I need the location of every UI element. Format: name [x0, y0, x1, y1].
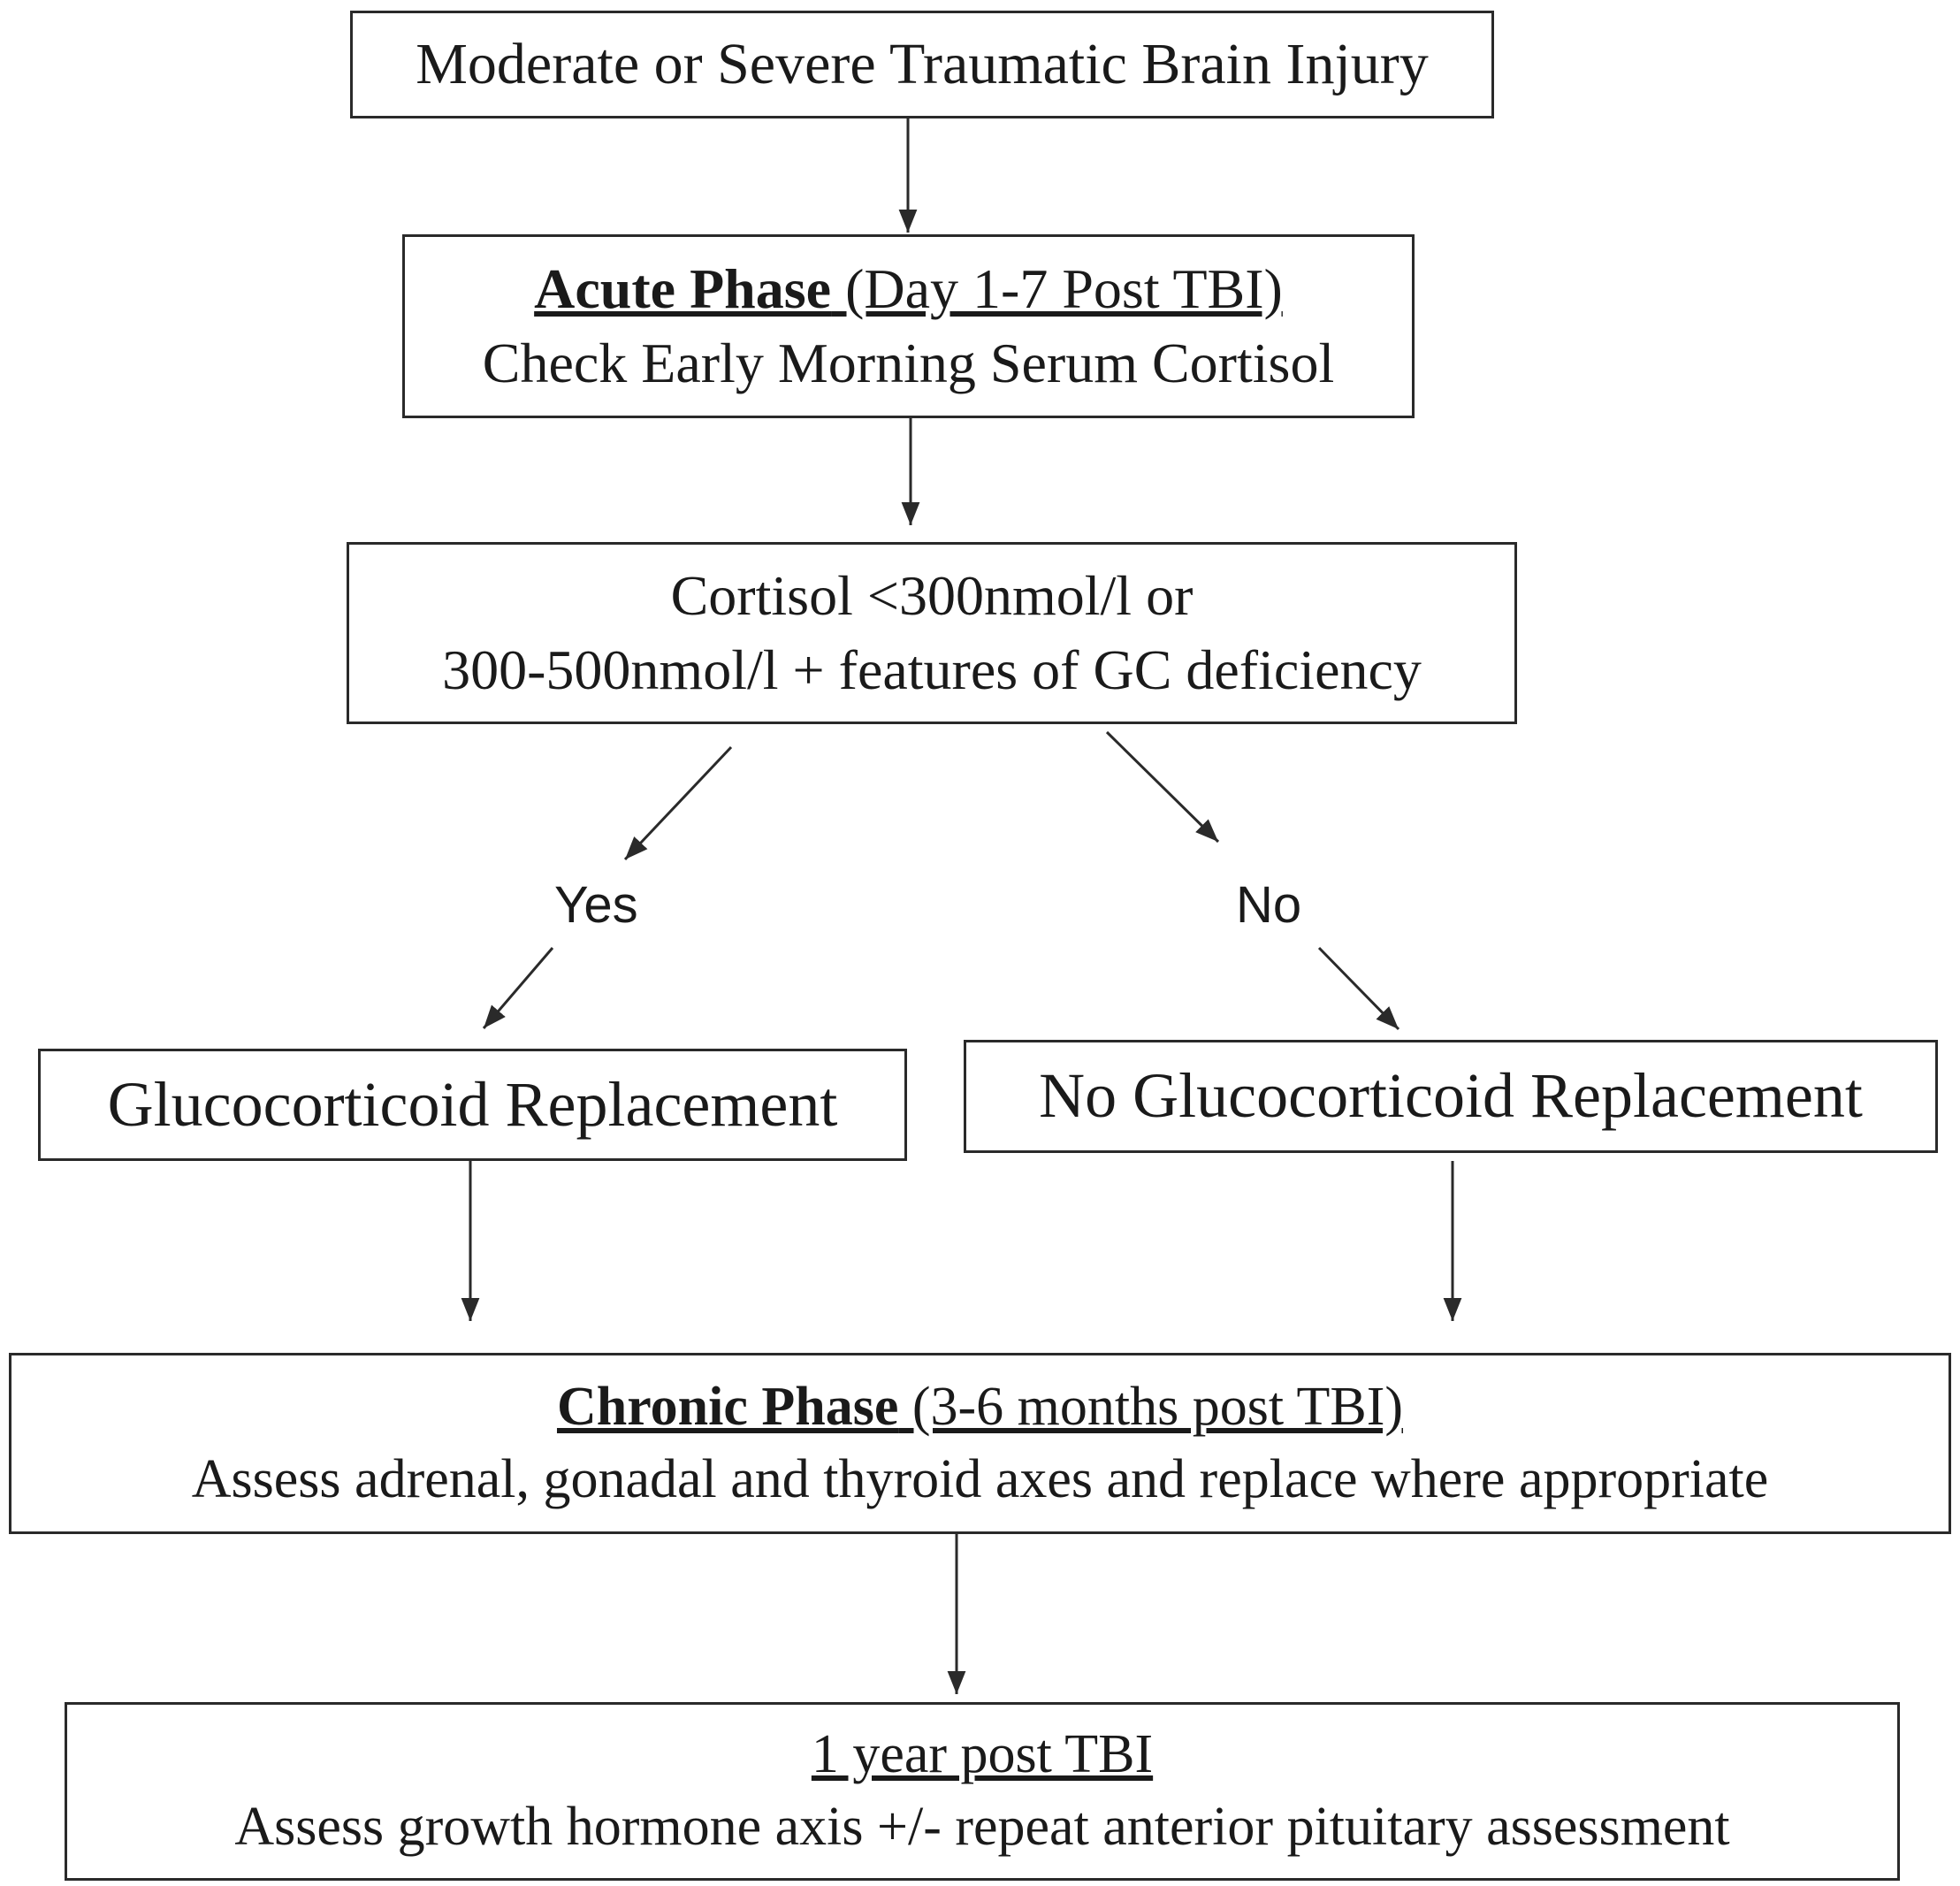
chronic-phase-timing: (3-6 months post TBI)	[898, 1376, 1403, 1437]
acute-phase-instruction: Check Early Morning Serum Cortisol	[482, 332, 1335, 394]
node-chronic-phase: Chronic Phase (3-6 months post TBI) Asse…	[9, 1353, 1951, 1534]
node-acute-phase: Acute Phase (Day 1-7 Post TBI) Check Ear…	[402, 234, 1415, 418]
no-gc-replacement-text: No Glucocorticoid Replacement	[1039, 1060, 1863, 1132]
node-tbi-text: Moderate or Severe Traumatic Brain Injur…	[416, 32, 1429, 97]
node-no-glucocorticoid-replacement: No Glucocorticoid Replacement	[964, 1040, 1938, 1153]
chronic-phase-heading-line: Chronic Phase (3-6 months post TBI)	[557, 1371, 1403, 1444]
arrow-cortisol-to-yes	[623, 745, 733, 861]
chronic-phase-instruction: Assess adrenal, gonadal and thyroid axes…	[191, 1448, 1769, 1509]
branch-label-yes: Yes	[554, 876, 638, 934]
node-cortisol-criteria: Cortisol <300nmol/l or 300-500nmol/l + f…	[347, 542, 1517, 724]
one-year-instruction: Assess growth hormone axis +/- repeat an…	[234, 1797, 1730, 1857]
node-glucocorticoid-replacement: Glucocorticoid Replacement	[38, 1049, 907, 1161]
acute-phase-timing: (Day 1-7 Post TBI)	[831, 256, 1283, 320]
one-year-heading: 1 year post TBI	[811, 1724, 1154, 1785]
cortisol-criteria-line-1: Cortisol <300nmol/l or	[670, 563, 1194, 627]
gc-replacement-text: Glucocorticoid Replacement	[107, 1068, 838, 1140]
chronic-phase-heading: Chronic Phase	[556, 1376, 899, 1437]
node-one-year-post-tbi: 1 year post TBI Assess growth hormone ax…	[65, 1702, 1900, 1881]
cortisol-criteria-line-2: 300-500nmol/l + features of GC deficienc…	[442, 638, 1422, 701]
acute-phase-heading: Acute Phase	[534, 256, 832, 320]
branch-label-no: No	[1236, 876, 1302, 934]
acute-phase-heading-line: Acute Phase (Day 1-7 Post TBI)	[534, 252, 1283, 326]
arrow-no-to-nogc	[1317, 946, 1400, 1031]
node-traumatic-brain-injury: Moderate or Severe Traumatic Brain Injur…	[350, 11, 1494, 118]
arrow-cortisol-to-no	[1105, 730, 1220, 844]
arrow-yes-to-gc	[482, 947, 554, 1029]
